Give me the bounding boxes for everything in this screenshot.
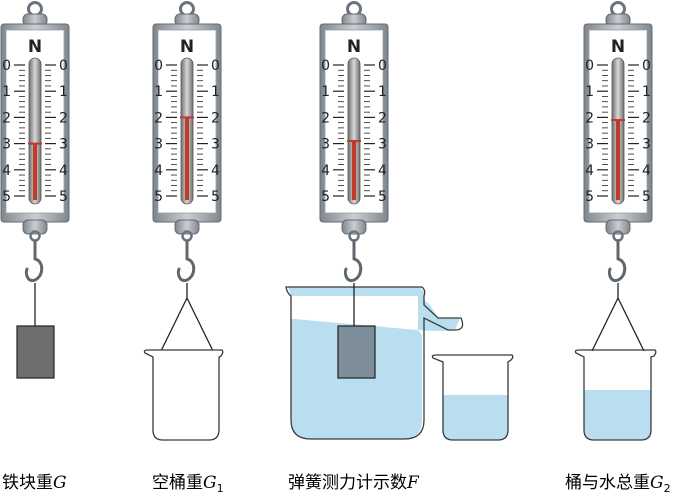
- tick-label-left: 0: [321, 58, 330, 74]
- tick-label-right: 5: [211, 189, 220, 205]
- spring-tube: [28, 57, 42, 205]
- tick-label-left: 4: [2, 163, 11, 179]
- bottom-cap: [605, 219, 631, 235]
- tick-label-right: 4: [378, 163, 387, 179]
- unit-label: N: [180, 37, 194, 57]
- tick-label-left: 1: [154, 84, 163, 100]
- tick-label-right: 3: [59, 137, 68, 153]
- tick-label-left: 5: [321, 189, 330, 205]
- catch-beaker: [431, 354, 514, 441]
- tick-label-left: 0: [2, 58, 11, 74]
- tick-label-right: 5: [642, 189, 651, 205]
- tick-label-right: 0: [378, 58, 387, 74]
- tick-label-right: 0: [211, 58, 220, 74]
- tick-label-left: 0: [585, 58, 594, 74]
- hook: [24, 257, 44, 283]
- tick-label-right: 1: [642, 84, 651, 100]
- tick-label-right: 3: [642, 137, 651, 153]
- tick-label-left: 2: [2, 110, 11, 126]
- tick-label-right: 2: [378, 110, 387, 126]
- tick-label-right: 3: [211, 137, 220, 153]
- tick-label-left: 4: [585, 163, 594, 179]
- spring-scale-4: N 0 0 1 1 2 2 3 3 4 4 5 5: [583, 1, 653, 283]
- tick-label-right: 1: [378, 84, 387, 100]
- tick-label-right: 4: [211, 163, 220, 179]
- indicator-column: [616, 120, 620, 200]
- tick-label-left: 3: [321, 137, 330, 153]
- tick-label-left: 4: [154, 163, 163, 179]
- tick-label-right: 2: [59, 110, 68, 126]
- iron-block: [16, 325, 55, 379]
- unit-label: N: [611, 37, 625, 57]
- scale-reading-f: N 0 0 1 1 2 2 3 3 4 4 5 5: [319, 1, 389, 283]
- caption-total-weight: 桶与水总重G2: [565, 473, 671, 495]
- tick-label-left: 3: [2, 137, 11, 153]
- spring-scale-2: N 0 0 1 1 2 2 3 3 4 4 5 5: [152, 1, 222, 283]
- indicator-column: [33, 143, 37, 200]
- empty-bucket: [143, 349, 224, 441]
- tick-label-right: 1: [211, 84, 220, 100]
- bottom-cap: [22, 219, 48, 235]
- tick-label-left: 3: [585, 137, 594, 153]
- tick-label-left: 3: [154, 137, 163, 153]
- tick-label-right: 3: [378, 137, 387, 153]
- scale-empty-bucket: N 0 0 1 1 2 2 3 3 4 4 5 5: [152, 1, 222, 283]
- tick-label-left: 2: [585, 110, 594, 126]
- hook: [176, 257, 196, 283]
- tick-label-right: 5: [59, 189, 68, 205]
- water-bucket: [574, 349, 657, 441]
- tick-label-left: 2: [321, 110, 330, 126]
- submerged-block: [337, 325, 376, 379]
- scale-bucket-water: N 0 0 1 1 2 2 3 3 4 4 5 5: [583, 1, 653, 283]
- unit-label: N: [347, 37, 361, 57]
- spring-tube: [347, 57, 361, 205]
- tick-label-right: 5: [378, 189, 387, 205]
- scale-iron-block: N 0 0 1 1 2 2 3 3 4 4 5 5: [0, 1, 70, 283]
- tick-label-left: 0: [154, 58, 163, 74]
- bucket-hanger-2: [591, 283, 645, 352]
- hook: [607, 257, 627, 283]
- tick-label-right: 4: [59, 163, 68, 179]
- tick-label-right: 0: [642, 58, 651, 74]
- tick-label-right: 0: [59, 58, 68, 74]
- bottom-cap: [341, 219, 367, 235]
- tick-label-left: 5: [154, 189, 163, 205]
- tick-label-right: 4: [642, 163, 651, 179]
- spring-scale-1: N 0 0 1 1 2 2 3 3 4 4 5 5: [0, 1, 70, 283]
- indicator-column: [352, 140, 356, 200]
- tick-label-right: 1: [59, 84, 68, 100]
- hook: [343, 257, 363, 283]
- tick-label-left: 5: [585, 189, 594, 205]
- tick-label-left: 2: [154, 110, 163, 126]
- tick-label-left: 1: [585, 84, 594, 100]
- unit-label: N: [28, 37, 42, 57]
- caption-iron-weight: 铁块重G: [2, 473, 67, 493]
- tick-label-right: 2: [211, 110, 220, 126]
- bottom-cap: [174, 219, 200, 235]
- bucket-hanger-1: [160, 283, 214, 352]
- tick-label-left: 5: [2, 189, 11, 205]
- tick-label-left: 1: [321, 84, 330, 100]
- caption-bucket-weight: 空桶重G1: [152, 473, 224, 495]
- tick-label-left: 4: [321, 163, 330, 179]
- tick-label-left: 1: [2, 84, 11, 100]
- tick-label-right: 2: [642, 110, 651, 126]
- caption-scale-reading: 弹簧测力计示数F: [288, 473, 420, 493]
- spring-scale-3: N 0 0 1 1 2 2 3 3 4 4 5 5: [319, 1, 389, 283]
- indicator-column: [185, 117, 189, 200]
